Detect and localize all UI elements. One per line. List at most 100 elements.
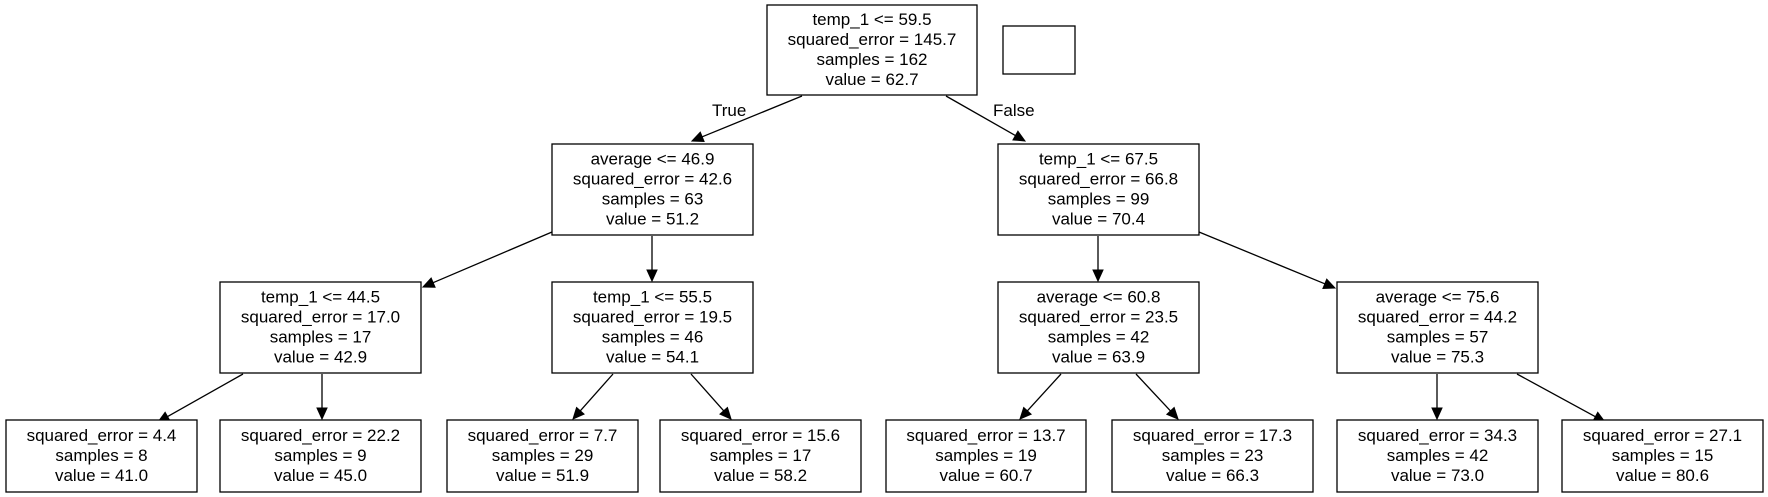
- node-box: [885, 419, 1087, 493]
- node-box: [551, 281, 754, 374]
- edge-n0-n1: True: [690, 95, 803, 142]
- edge-line: [1198, 231, 1326, 285]
- empty-legend-box: [1002, 25, 1076, 75]
- node-line: value = 54.1: [606, 348, 699, 367]
- arrowhead-icon: [690, 131, 705, 142]
- node-line: samples = 63: [602, 190, 704, 209]
- node-box: [219, 419, 422, 493]
- arrowhead-icon: [646, 269, 658, 283]
- edge-n1-n4: [646, 236, 658, 283]
- edges-layer: True False: [156, 95, 1607, 423]
- node-line: value = 80.6: [1616, 466, 1709, 485]
- node-box: [1111, 419, 1314, 493]
- node-line: squared_error = 23.5: [1019, 308, 1178, 327]
- node-line: samples = 162: [816, 50, 927, 69]
- arrowhead-icon: [316, 407, 328, 421]
- node-line: value = 75.3: [1391, 348, 1484, 367]
- node-box: [219, 281, 422, 374]
- node-box: [997, 281, 1200, 374]
- node-line: temp_1 <= 55.5: [593, 288, 712, 307]
- node-line: samples = 8: [55, 446, 147, 465]
- edge-n2-n5: [1092, 236, 1104, 283]
- edge-n3-n7: [156, 373, 244, 423]
- arrowhead-icon: [1165, 406, 1179, 420]
- node-line: temp_1 <= 44.5: [261, 288, 380, 307]
- node-line: samples = 42: [1048, 328, 1150, 347]
- arrowhead-icon: [719, 406, 732, 420]
- node-line: value = 73.0: [1391, 466, 1484, 485]
- node-line: value = 60.7: [939, 466, 1032, 485]
- edge-n5-n12: [1135, 373, 1179, 420]
- edge-n5-n11: [1019, 373, 1062, 420]
- arrowhead-icon: [1431, 407, 1443, 421]
- node-line: samples = 17: [270, 328, 372, 347]
- node-box: [1561, 419, 1764, 493]
- node-line: squared_error = 4.4: [27, 426, 177, 445]
- node-line: temp_1 <= 67.5: [1039, 150, 1158, 169]
- node-line: value = 66.3: [1166, 466, 1259, 485]
- edge-n4-n9: [572, 373, 614, 420]
- node-line: average <= 46.9: [591, 150, 715, 169]
- arrowhead-icon: [1322, 278, 1337, 289]
- node-line: samples = 15: [1612, 446, 1714, 465]
- node-line: value = 42.9: [274, 348, 367, 367]
- node-line: samples = 46: [602, 328, 704, 347]
- edge-n1-n3: [421, 231, 553, 288]
- node-line: temp_1 <= 59.5: [812, 10, 931, 29]
- node-box: [1336, 281, 1539, 374]
- node-box: [1336, 419, 1539, 493]
- node-line: samples = 42: [1387, 446, 1489, 465]
- edge-n0-n2: False: [945, 95, 1035, 142]
- node-line: squared_error = 19.5: [573, 308, 732, 327]
- edge-label-false: False: [993, 101, 1035, 120]
- node-line: squared_error = 145.7: [788, 30, 957, 49]
- node-line: squared_error = 13.7: [906, 426, 1065, 445]
- node-line: squared_error = 15.6: [681, 426, 840, 445]
- node-box: [659, 419, 862, 493]
- edge-n6-n14: [1516, 373, 1607, 423]
- node-line: samples = 17: [710, 446, 812, 465]
- arrowhead-icon: [421, 277, 436, 288]
- node-line: value = 63.9: [1052, 348, 1145, 367]
- node-box: [766, 4, 978, 96]
- node-box: [997, 143, 1200, 236]
- edge-line: [579, 373, 614, 412]
- node-line: samples = 57: [1387, 328, 1489, 347]
- node-box: [5, 419, 198, 493]
- node-line: value = 70.4: [1052, 210, 1145, 229]
- edge-n3-n8: [316, 374, 328, 421]
- node-line: samples = 99: [1048, 190, 1150, 209]
- edge-line: [1135, 373, 1171, 412]
- node-line: average <= 75.6: [1376, 288, 1500, 307]
- node-line: samples = 9: [274, 446, 366, 465]
- arrowhead-icon: [1019, 406, 1033, 420]
- node-line: samples = 23: [1162, 446, 1264, 465]
- node-line: value = 51.9: [496, 466, 589, 485]
- node-line: samples = 29: [492, 446, 594, 465]
- node-line: average <= 60.8: [1037, 288, 1161, 307]
- arrowhead-icon: [1092, 269, 1104, 283]
- edge-line: [701, 95, 803, 138]
- edge-line: [432, 231, 553, 284]
- node-box: [446, 419, 639, 493]
- edge-n4-n10: [690, 373, 732, 420]
- arrowhead-icon: [1012, 130, 1027, 142]
- edge-line: [1516, 373, 1596, 418]
- node-line: value = 62.7: [825, 70, 918, 89]
- edge-label-true: True: [712, 101, 746, 120]
- node-line: squared_error = 66.8: [1019, 170, 1178, 189]
- edge-n2-n6: [1198, 231, 1337, 289]
- node-line: squared_error = 7.7: [468, 426, 618, 445]
